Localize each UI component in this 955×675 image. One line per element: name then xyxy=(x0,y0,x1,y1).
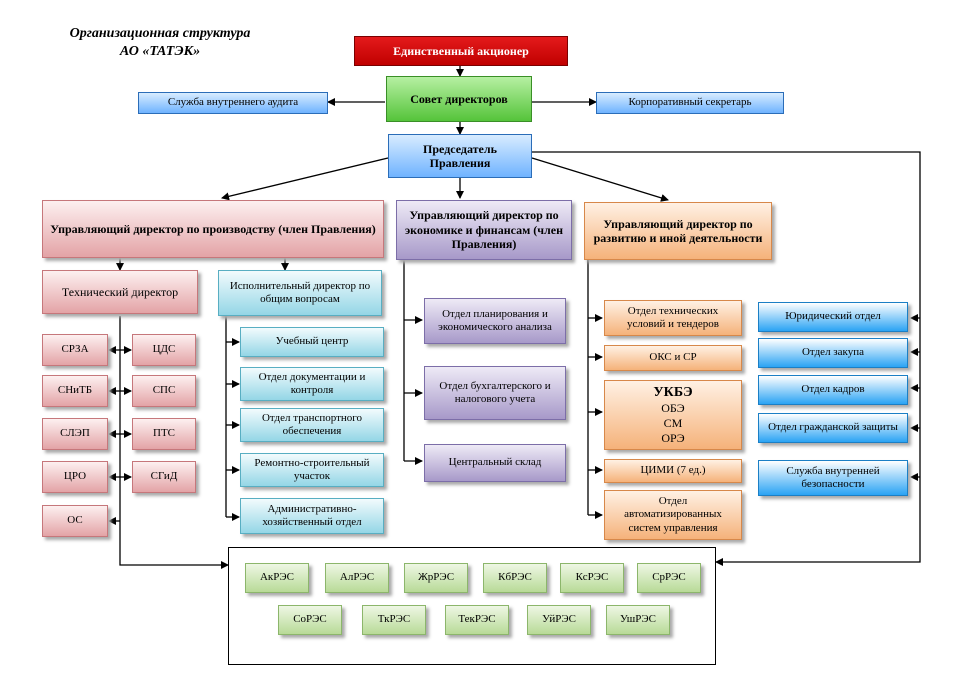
chairman-unit-3: Отдел гражданской защиты xyxy=(758,413,908,443)
tech-unit-left-3: ЦРО xyxy=(42,461,108,493)
economics-unit-1: Отдел бухгалтерского и налогового учета xyxy=(424,366,566,420)
res-frame xyxy=(228,547,716,665)
exec-unit-0: Учебный центр xyxy=(240,327,384,357)
res-unit-8: ТекРЭС xyxy=(445,605,509,635)
res-unit-9: УйРЭС xyxy=(527,605,591,635)
development-unit-cimi: ЦИМИ (7 ед.) xyxy=(604,459,742,483)
chairman-unit-2: Отдел кадров xyxy=(758,375,908,405)
tech-unit-right-2: ПТС xyxy=(132,418,196,450)
res-unit-7: ТкРЭС xyxy=(362,605,426,635)
res-unit-4: КсРЭС xyxy=(560,563,624,593)
exec-unit-1: Отдел документации и контроля xyxy=(240,367,384,401)
ukbe-item-0: ОБЭ xyxy=(661,401,685,416)
exec-unit-2: Отдел транспортного обеспечения xyxy=(240,408,384,442)
economics-unit-2: Центральный склад xyxy=(424,444,566,482)
board-box: Совет директоров xyxy=(386,76,532,122)
exec-unit-3: Ремонтно-строительный участок xyxy=(240,453,384,487)
development-unit-oks: ОКС и СР xyxy=(604,345,742,371)
chairman-unit-4: Служба внутренней безопасности xyxy=(758,460,908,496)
tech-unit-right-3: СГиД xyxy=(132,461,196,493)
res-unit-0: АкРЭС xyxy=(245,563,309,593)
exec-unit-4: Административно-хозяйственный отдел xyxy=(240,498,384,534)
secretary-box: Корпоративный секретарь xyxy=(596,92,784,114)
res-unit-6: СоРЭС xyxy=(278,605,342,635)
shareholder-box: Единственный акционер xyxy=(354,36,568,66)
development-director-box: Управляющий директор по развитию и иной … xyxy=(584,202,772,260)
title-line-2: АО «ТАТЭК» xyxy=(119,43,201,59)
ukbe-title: УКБЭ xyxy=(653,384,693,400)
chairman-unit-0: Юридический отдел xyxy=(758,302,908,332)
res-unit-2: ЖрРЭС xyxy=(404,563,468,593)
technical-director-box: Технический директор xyxy=(42,270,198,314)
tech-unit-right-1: СПС xyxy=(132,375,196,407)
res-unit-5: СрРЭС xyxy=(637,563,701,593)
ukbe-item-1: СМ xyxy=(663,416,683,431)
production-director-box: Управляющий директор по производству (чл… xyxy=(42,200,384,258)
development-unit-ukbe: УКБЭ ОБЭ СМ ОРЭ xyxy=(604,380,742,450)
audit-box: Служба внутреннего аудита xyxy=(138,92,328,114)
page-title: Организационная структура АО «ТАТЭК» xyxy=(40,25,280,60)
tech-unit-left-2: СЛЭП xyxy=(42,418,108,450)
tech-unit-left-0: СРЗА xyxy=(42,334,108,366)
development-unit-tech-conditions: Отдел технических условий и тендеров xyxy=(604,300,742,336)
economics-unit-0: Отдел планирования и экономического анал… xyxy=(424,298,566,344)
res-unit-3: КбРЭС xyxy=(483,563,547,593)
tech-unit-right-0: ЦДС xyxy=(132,334,196,366)
ukbe-item-2: ОРЭ xyxy=(661,431,685,446)
economics-director-box: Управляющий директор по экономике и фина… xyxy=(396,200,572,260)
tech-unit-left-4: ОС xyxy=(42,505,108,537)
res-unit-1: АлРЭС xyxy=(325,563,389,593)
chairman-unit-1: Отдел закупа xyxy=(758,338,908,368)
title-line-1: Организационная структура xyxy=(69,26,251,41)
development-unit-asu: Отдел автоматизированных систем управлен… xyxy=(604,490,742,540)
tech-unit-left-1: СНиТБ xyxy=(42,375,108,407)
chairman-box: Председатель Правления xyxy=(388,134,532,178)
res-unit-10: УшРЭС xyxy=(606,605,670,635)
executive-director-box: Исполнительный директор по общим вопроса… xyxy=(218,270,382,316)
